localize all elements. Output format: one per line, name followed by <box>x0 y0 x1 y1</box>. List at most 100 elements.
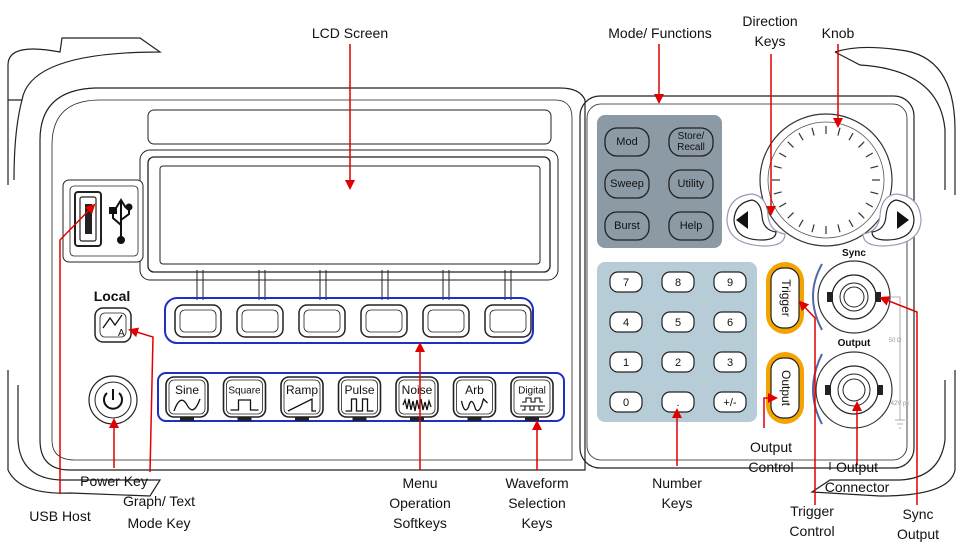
waveform-key-pulse[interactable]: Pulse <box>337 376 382 421</box>
label-graph-text-mode-1: Graph/ Text <box>123 493 195 509</box>
mode-key-sweep[interactable]: Sweep <box>604 169 650 199</box>
trigger-button[interactable]: Trigger <box>766 262 804 334</box>
number-key-dot[interactable]: . <box>661 391 695 413</box>
output-arc <box>812 353 823 425</box>
number-key-plus-minus[interactable]: +/- <box>713 391 747 413</box>
output-button[interactable]: Output <box>766 352 804 424</box>
number-key-label: 0 <box>623 397 629 409</box>
output-connector-label: Output <box>838 338 871 349</box>
softkeys-callout-box <box>164 297 534 344</box>
power-icon <box>103 392 123 410</box>
waveform-key-sine[interactable]: Sine <box>165 376 209 421</box>
waveform-key-digital[interactable]: Digital <box>510 376 554 421</box>
label-waveform-keys-2: Selection <box>508 495 566 511</box>
waveform-key-label: Sine <box>175 383 199 397</box>
noise-wave-icon <box>402 397 432 412</box>
power-key[interactable] <box>88 375 138 425</box>
softkey-6[interactable] <box>484 304 532 338</box>
number-key-3[interactable]: 3 <box>713 351 747 373</box>
arrow-left-icon <box>736 211 748 229</box>
waveform-key-square[interactable]: Square <box>222 376 267 421</box>
softkey-stems <box>196 270 512 300</box>
number-key-8[interactable]: 8 <box>661 271 695 293</box>
number-key-label: 5 <box>675 317 681 329</box>
knob[interactable] <box>759 113 893 247</box>
mode-key-utility[interactable]: Utility <box>668 169 714 199</box>
arrow-right-icon <box>897 211 909 229</box>
number-key-label: 7 <box>623 277 629 289</box>
label-graph-text-mode-2: Mode Key <box>127 515 190 531</box>
softkey-4[interactable] <box>360 304 408 338</box>
direction-key-left[interactable] <box>726 193 786 247</box>
number-keys-block <box>597 262 757 422</box>
direction-key-right[interactable] <box>862 193 922 247</box>
svg-text:A: A <box>118 328 125 339</box>
label-output-control-1: Output <box>750 439 792 455</box>
arrow-output-control <box>763 393 778 428</box>
number-key-label: 3 <box>727 357 733 369</box>
waveform-key-arb[interactable]: Arb <box>452 376 497 421</box>
number-keys: 7 8 9 4 5 6 1 2 3 0. +/- <box>609 271 747 413</box>
trigger-button-label: Trigger <box>779 279 793 317</box>
mode-key-label: Burst <box>614 220 640 232</box>
annotation-arrows <box>59 44 918 505</box>
label-direction-keys-2: Keys <box>754 33 785 49</box>
number-key-1[interactable]: 1 <box>609 351 643 373</box>
number-key-label: 9 <box>727 277 733 289</box>
softkey-3[interactable] <box>298 304 346 338</box>
number-key-label: 4 <box>623 317 629 329</box>
number-key-2[interactable]: 2 <box>661 351 695 373</box>
pulse-wave-icon <box>345 398 374 412</box>
number-key-label: 1 <box>623 357 629 369</box>
waveform-key-label: Ramp <box>286 383 318 397</box>
mode-key-store-recall[interactable]: Store/Recall <box>668 127 714 157</box>
waveform-keys: Sine Square Ramp Pulse Noise Arb Digital <box>165 376 554 421</box>
ramp-wave-icon <box>287 397 316 412</box>
arrow-usb-host <box>59 203 96 494</box>
sync-output-connector[interactable] <box>817 260 891 334</box>
label-output-control-2: Control <box>748 459 793 475</box>
local-label: Local <box>94 288 131 304</box>
number-key-6[interactable]: 6 <box>713 311 747 333</box>
number-key-label: 8 <box>675 277 681 289</box>
label-lcd-screen: LCD Screen <box>312 25 388 41</box>
softkey-1[interactable] <box>174 304 222 338</box>
device-body <box>7 37 956 497</box>
sync-label: Sync <box>842 248 866 259</box>
mode-key-burst[interactable]: Burst <box>604 211 650 241</box>
mode-key-help[interactable]: Help <box>668 211 714 241</box>
label-direction-keys-1: Direction <box>742 13 797 29</box>
number-key-5[interactable]: 5 <box>661 311 695 333</box>
mode-key-label: Recall <box>677 142 705 153</box>
waveform-key-label: Noise <box>402 383 433 397</box>
mode-key-mod[interactable]: Mod <box>604 127 650 157</box>
arrow-sync-output <box>879 296 918 505</box>
softkey-2[interactable] <box>236 304 284 338</box>
output-bnc-connector[interactable] <box>815 351 893 429</box>
label-output-connector-2: Connector <box>825 479 890 495</box>
mode-key-label: Sweep <box>610 178 644 190</box>
mode-key-label: Mod <box>616 136 637 148</box>
waveform-key-noise[interactable]: Noise <box>395 376 439 421</box>
usb-host-port[interactable] <box>62 179 144 263</box>
number-key-4[interactable]: 4 <box>609 311 643 333</box>
label-number-keys-1: Number <box>652 475 702 491</box>
softkey-5[interactable] <box>422 304 470 338</box>
label-menu-softkeys-2: Operation <box>389 495 450 511</box>
label-power-key: Power Key <box>80 473 148 489</box>
waveform-key-label: Arb <box>465 383 484 397</box>
number-key-9[interactable]: 9 <box>713 271 747 293</box>
arrow-trigger-control <box>798 300 816 505</box>
number-key-0[interactable]: 0 <box>609 391 643 413</box>
label-sync-output-1: Sync <box>902 506 933 522</box>
waveform-key-ramp[interactable]: Ramp <box>280 376 324 421</box>
number-key-label: . <box>676 397 679 409</box>
digital-wave-icon <box>520 397 545 411</box>
label-knob: Knob <box>822 25 855 41</box>
label-waveform-keys-1: Waveform <box>505 475 568 491</box>
number-key-7[interactable]: 7 <box>609 271 643 293</box>
usb-icon <box>109 198 133 244</box>
graph-text-mode-key[interactable]: A <box>94 307 132 343</box>
